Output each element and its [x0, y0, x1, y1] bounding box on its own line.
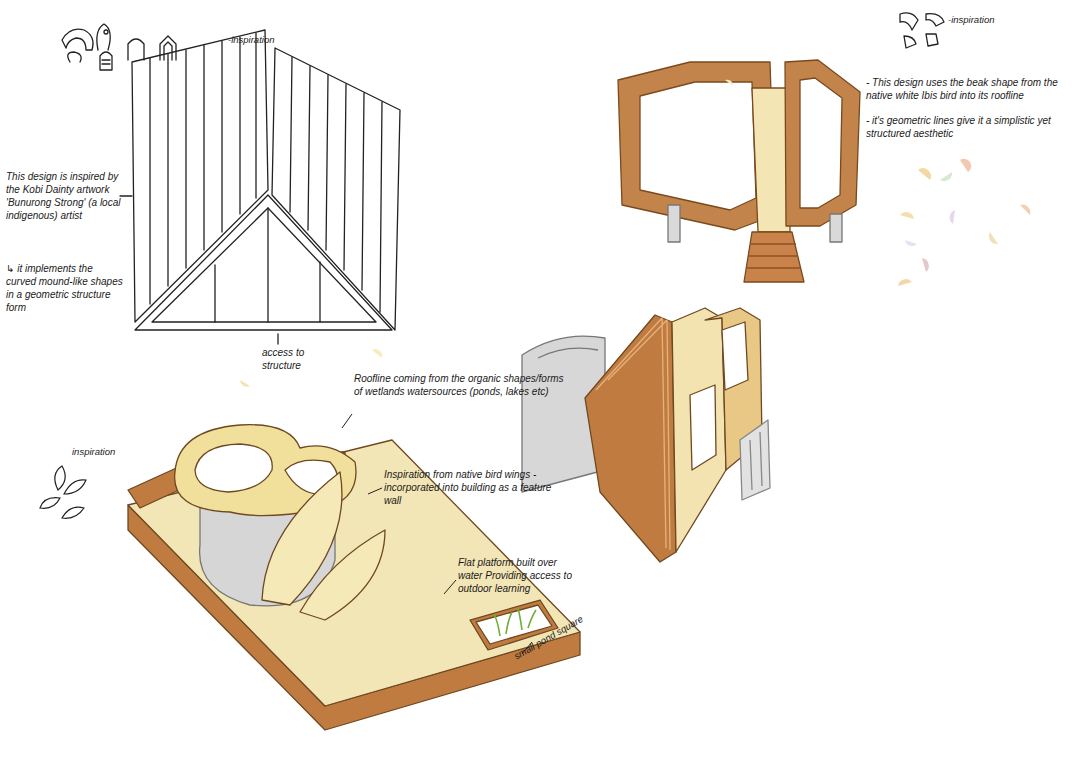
annotation-note: -inspiration: [948, 14, 1038, 26]
annotation-note: Roofline coming from the organic shapes/…: [354, 372, 574, 398]
annotation-note: ↳ it implements the curved mound-like sh…: [6, 262, 124, 314]
annotation-note: Inspiration from native bird wings - inc…: [384, 468, 559, 507]
annotation-note: Flat platform built over water Providing…: [458, 556, 576, 595]
annotation-note: -inspiration: [228, 34, 308, 46]
annotation-note: inspiration: [72, 446, 152, 458]
annotation-note: This design is inspired by the Kobi Dain…: [6, 170, 124, 222]
annotation-note: - it's geometric lines give it a simplis…: [866, 114, 1071, 140]
annotation-note: small pond square: [512, 613, 585, 663]
annotation-note: access to structure: [262, 346, 342, 372]
annotation-note: - This design uses the beak shape from t…: [866, 76, 1071, 102]
